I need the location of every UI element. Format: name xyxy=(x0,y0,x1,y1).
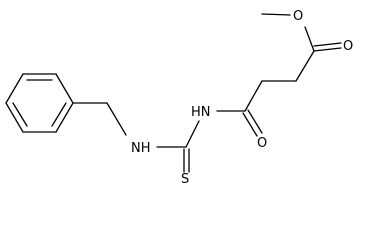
atom-s: S xyxy=(181,172,189,187)
benzyl-linker xyxy=(72,102,127,136)
ester-methoxy xyxy=(261,13,315,52)
atom-hn-right: HN xyxy=(191,105,211,120)
molecule-structure: NH S HN O O O xyxy=(5,9,353,187)
benzene-ring xyxy=(5,73,74,133)
atom-o-carbonyl: O xyxy=(343,39,353,54)
ester-carbonyl-bond xyxy=(313,42,342,52)
thiocarbonyl-bond xyxy=(183,148,190,173)
bond-c-hn xyxy=(185,120,200,148)
atom-o-amide: O xyxy=(257,136,267,151)
succinyl-chain xyxy=(244,50,315,112)
atom-o-ether: O xyxy=(293,9,303,24)
atom-nh-left: NH xyxy=(131,141,151,156)
amide-carbonyl-bond xyxy=(242,109,263,137)
